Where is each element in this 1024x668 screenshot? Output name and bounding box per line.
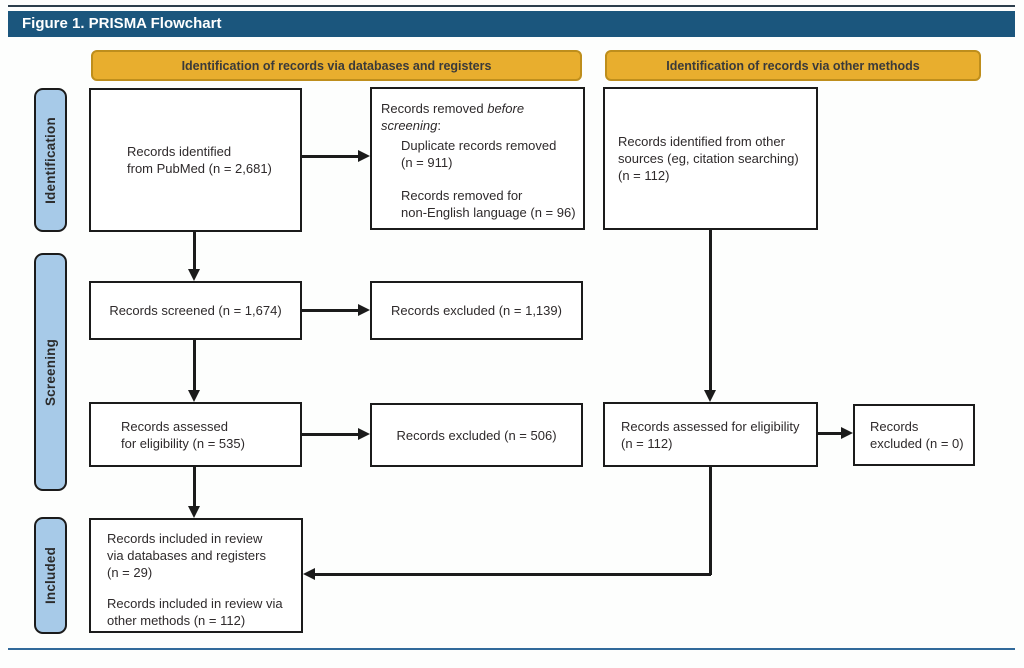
box-line: Records included in review <box>107 531 263 546</box>
arrow-identified-to-removed <box>302 155 359 158</box>
arrow-assessed-other-to-included-vertical <box>709 467 712 575</box>
box-records-assessed: Records assessed for eligibility (n = 53… <box>89 402 302 467</box>
box-line: sources (eg, citation searching) <box>618 151 799 166</box>
box-line: excluded (n = 0) <box>870 436 964 451</box>
arrowhead-right-icon <box>358 304 370 316</box>
column-header-databases-label: Identification of records via databases … <box>181 58 492 73</box>
arrow-screened-to-assessed <box>193 340 196 391</box>
box-line: Records removed for <box>401 188 523 203</box>
box-line: Records <box>870 419 919 434</box>
arrowhead-right-icon <box>358 428 370 440</box>
arrowhead-down-icon <box>704 390 716 402</box>
box-line: (n = 911) <box>401 155 453 170</box>
arrowhead-down-icon <box>188 506 200 518</box>
bottom-rule <box>8 648 1015 650</box>
box-records-excluded-other: Records excluded (n = 0) <box>853 404 975 466</box>
arrow-assessed-to-included <box>193 467 196 507</box>
arrow-assessed-other-to-excluded <box>818 432 842 435</box>
figure-title-bar: Figure 1. PRISMA Flowchart <box>8 11 1015 37</box>
box-line: for eligibility (n = 535) <box>121 435 245 451</box>
italic-text: screening <box>381 118 438 133</box>
box-line: from PubMed (n = 2,681) <box>127 161 272 176</box>
stage-label-identification: Identification <box>43 116 58 204</box>
arrowhead-left-icon <box>303 568 315 580</box>
figure-title: Figure 1. PRISMA Flowchart <box>22 15 222 32</box>
column-header-other-methods-label: Identification of records via other meth… <box>666 58 920 73</box>
stage-pill-identification: Identification <box>34 88 67 232</box>
stage-pill-screening: Screening <box>34 253 67 491</box>
arrow-screened-to-excluded <box>302 309 359 312</box>
box-line: Records included in review via <box>107 596 283 611</box>
box-line: (n = 112) <box>618 168 670 183</box>
box-line: via databases and registers <box>107 548 266 563</box>
box-records-excluded-eligibility: Records excluded (n = 506) <box>370 403 583 467</box>
box-line: Records identified from other <box>618 134 785 149</box>
box-records-removed: Records removed before screening: Duplic… <box>370 87 585 230</box>
box-records-excluded-screening: Records excluded (n = 1,139) <box>370 281 583 340</box>
box-line: Duplicate records removed <box>401 138 557 153</box>
arrowhead-down-icon <box>188 269 200 281</box>
box-records-identified: Records identified from PubMed (n = 2,68… <box>89 88 302 232</box>
arrow-assessed-other-to-included-horizontal <box>315 573 711 576</box>
column-header-other-methods: Identification of records via other meth… <box>605 50 981 81</box>
box-line: Records identified <box>127 144 232 159</box>
top-rule <box>8 5 1015 7</box>
box-line: non-English language (n = 96) <box>401 205 576 220</box>
box-line: Records assessed <box>121 418 228 434</box>
arrowhead-right-icon <box>841 427 853 439</box>
italic-text: before <box>487 101 525 116</box>
box-line: Records removed before <box>381 101 525 116</box>
box-line: screening: <box>381 118 441 133</box>
box-other-sources: Records identified from other sources (e… <box>603 87 818 230</box>
arrow-assessed-to-excluded <box>302 433 359 436</box>
arrowhead-down-icon <box>188 390 200 402</box>
box-line: Records excluded (n = 1,139) <box>391 303 562 318</box>
box-records-assessed-other: Records assessed for eligibility (n = 11… <box>603 402 818 467</box>
box-line: Records screened (n = 1,674) <box>109 303 282 318</box>
stage-label-screening: Screening <box>43 338 59 406</box>
stage-pill-included: Included <box>34 517 67 634</box>
box-line: Records excluded (n = 506) <box>396 427 557 443</box>
box-records-screened: Records screened (n = 1,674) <box>89 281 302 340</box>
box-line: Records assessed for eligibility <box>621 418 800 434</box>
arrow-other-sources-to-assessed <box>709 230 712 391</box>
box-line: other methods (n = 112) <box>107 613 246 628</box>
box-records-included: Records included in review via databases… <box>89 518 303 633</box>
arrowhead-right-icon <box>358 150 370 162</box>
arrow-identified-to-screened <box>193 232 196 271</box>
box-line: (n = 29) <box>107 565 153 580</box>
column-header-databases: Identification of records via databases … <box>91 50 582 81</box>
box-line: (n = 112) <box>621 435 673 451</box>
stage-label-included: Included <box>43 546 59 605</box>
